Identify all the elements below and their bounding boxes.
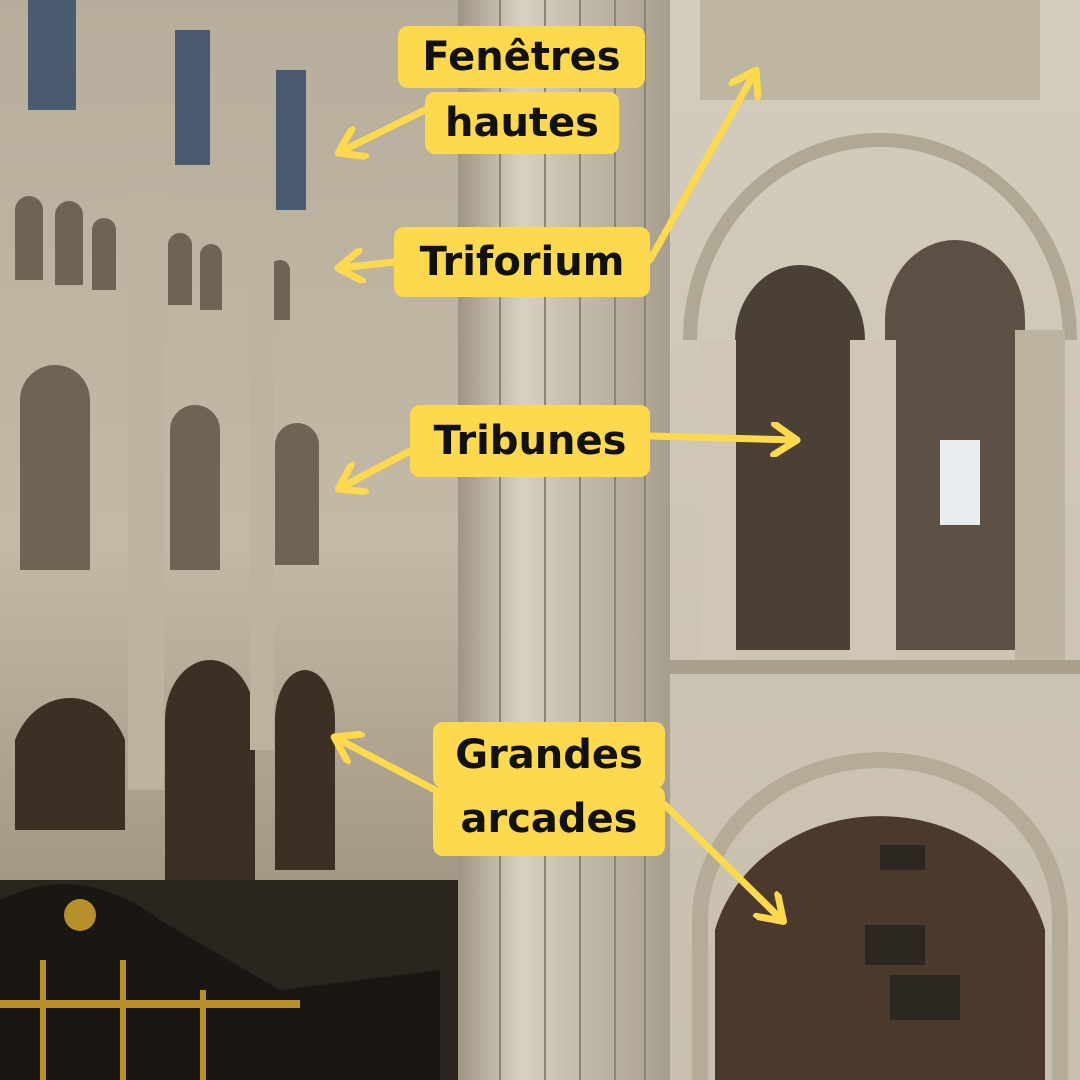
label-tribunes: Tribunes [410, 405, 650, 477]
label-grandes-arcades-line2: arcades [433, 786, 665, 856]
label-fenetres-hautes-line2: hautes [425, 92, 619, 154]
label-triforium: Triforium [394, 227, 650, 297]
label-fenetres-hautes-line1: Fenêtres [398, 26, 645, 88]
label-grandes-arcades-line1: Grandes [433, 722, 665, 788]
